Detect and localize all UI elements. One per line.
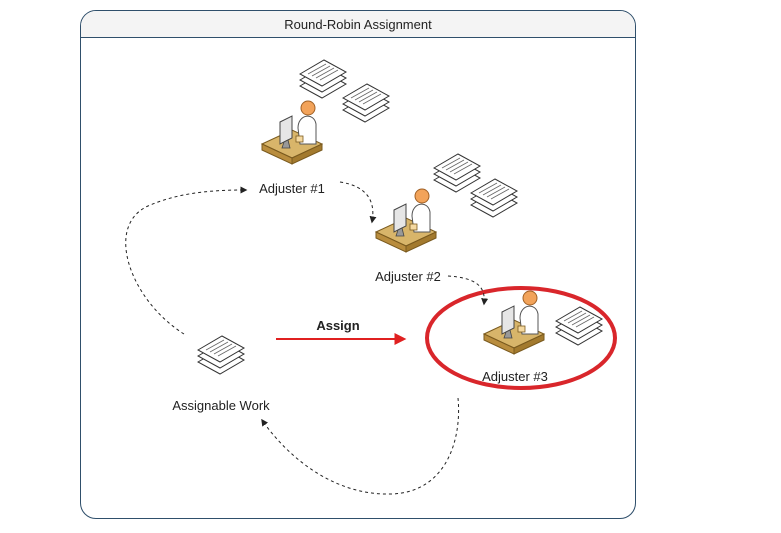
adjuster-2-label: Adjuster #2: [375, 269, 441, 284]
assignable-work-label: Assignable Work: [172, 398, 270, 413]
diagram-title: Round-Robin Assignment: [284, 17, 432, 32]
document-stack-icon: [342, 83, 390, 123]
adjuster-worker-icon: [483, 290, 545, 355]
document-stack-icon: [299, 59, 347, 99]
highlight-ellipse: [425, 286, 617, 390]
document-stack-icon: [433, 153, 481, 193]
title-bar: Round-Robin Assignment: [81, 11, 635, 38]
adjuster-1-label: Adjuster #1: [259, 181, 325, 196]
flow-arrow-3-to-work: [261, 397, 460, 495]
flow-arrow-work-to-1: [125, 186, 248, 335]
adjuster-worker-icon: [261, 100, 323, 165]
flow-arrow-1-to-2: [339, 181, 377, 224]
assignable-work-icon: [197, 335, 245, 375]
adjuster-1-node: [261, 59, 390, 165]
adjuster-3-label: Adjuster #3: [482, 369, 548, 384]
assign-label: Assign: [316, 318, 360, 333]
document-stack-icon: [470, 178, 518, 218]
adjuster-worker-icon: [375, 188, 437, 253]
flow-arrow-2-to-3: [447, 275, 489, 306]
adjuster-2-node: [375, 153, 518, 253]
document-stack-icon: [555, 306, 603, 346]
